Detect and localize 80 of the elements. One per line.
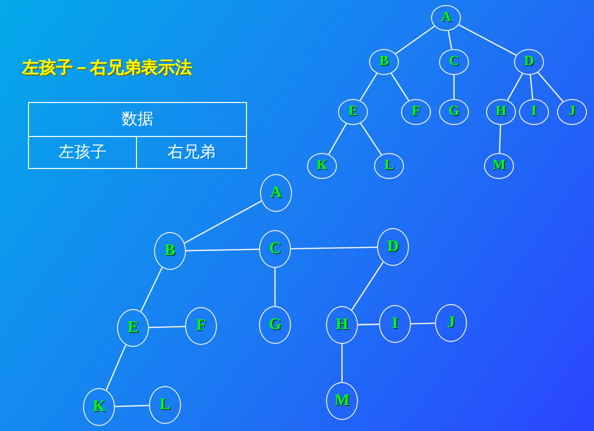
node-letter: D <box>387 239 399 255</box>
connector-line <box>341 344 343 382</box>
node-letter: D <box>524 55 534 69</box>
connector-line <box>114 404 150 408</box>
node-letter: F <box>196 318 206 334</box>
node-letter: J <box>447 315 455 331</box>
node-ellipse <box>185 307 217 345</box>
node-letter: L <box>160 397 170 413</box>
connector-line <box>290 246 378 250</box>
connector-line <box>410 322 436 324</box>
connector-line <box>148 326 186 328</box>
node-ellipse <box>374 153 404 179</box>
node-letter: K <box>92 399 106 415</box>
connector-line <box>274 268 276 306</box>
node-ellipse <box>338 99 368 125</box>
node-ellipse <box>439 49 469 75</box>
node-ellipse <box>260 174 292 212</box>
node-letter: A <box>440 11 452 25</box>
node-letter: I <box>392 316 398 332</box>
node-letter: A <box>270 185 282 201</box>
node-letter: E <box>128 320 138 336</box>
connector-line <box>360 122 382 156</box>
node-letter: B <box>164 243 176 259</box>
connector-line <box>498 124 502 154</box>
title: 左孩子－右兄弟表示法 <box>22 57 192 79</box>
node-ellipse <box>439 99 469 125</box>
node-ellipse <box>259 306 291 344</box>
node-ellipse <box>154 232 186 270</box>
connector-line <box>106 344 126 390</box>
node-letter: C <box>269 241 281 257</box>
node-ellipse <box>431 5 461 31</box>
connector-line <box>453 75 455 99</box>
connector-line <box>395 26 435 54</box>
connector-line <box>537 72 564 102</box>
node-letter: K <box>316 159 328 173</box>
node-ellipse <box>557 99 587 125</box>
node-ellipse <box>117 309 149 347</box>
node-letter: G <box>268 317 282 333</box>
connector-line <box>360 73 378 101</box>
node-ellipse <box>83 388 115 426</box>
node-ellipse <box>369 49 399 75</box>
connector-line <box>186 248 260 252</box>
node-ellipse <box>486 99 516 125</box>
node-letter: E <box>348 105 358 119</box>
node-ellipse <box>379 305 411 343</box>
node-ellipse <box>519 99 549 125</box>
table-cell: 数据 <box>28 102 247 137</box>
connector-line <box>458 24 516 56</box>
node-ellipse <box>326 306 358 344</box>
connector-line <box>506 73 524 101</box>
connector-line <box>184 200 262 244</box>
connector-line <box>358 324 380 326</box>
node-letter: B <box>379 55 389 69</box>
node-ellipse <box>149 386 181 424</box>
node-letter: J <box>568 105 576 119</box>
node-letter: M <box>492 159 506 173</box>
node-ellipse <box>484 153 514 179</box>
node-ellipse <box>307 153 337 179</box>
connector-line <box>448 30 452 50</box>
node-letter: C <box>448 55 460 69</box>
node-ellipse <box>401 99 431 125</box>
node-letter: H <box>496 105 506 119</box>
connector-line <box>390 73 410 101</box>
connector-line <box>351 262 384 310</box>
node-letter: I <box>531 105 537 119</box>
node-ellipse <box>326 382 358 420</box>
connector-line <box>530 74 534 100</box>
node-ellipse <box>377 228 409 266</box>
node-ellipse <box>259 230 291 268</box>
node-letter: M <box>334 393 350 409</box>
connector-line <box>328 123 347 155</box>
table-cell: 右兄弟 <box>136 136 247 169</box>
node-ellipse <box>435 304 467 342</box>
node-letter: L <box>384 159 394 173</box>
table-cell: 左孩子 <box>28 136 137 169</box>
node-letter: F <box>412 105 420 119</box>
node-letter: H <box>336 317 348 333</box>
connector-line <box>140 267 163 312</box>
node-letter: G <box>448 105 460 119</box>
node-ellipse <box>514 49 544 75</box>
